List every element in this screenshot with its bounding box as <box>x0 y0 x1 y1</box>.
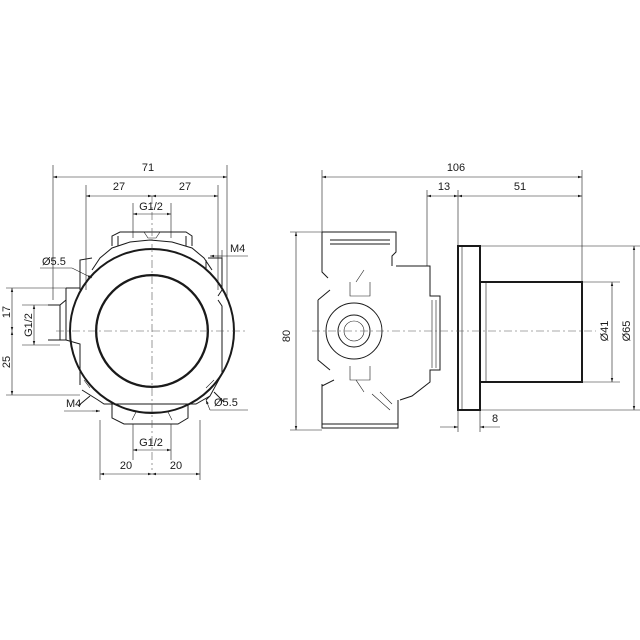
side-flange-plate <box>457 245 481 411</box>
dim-17-label: 17 <box>1 306 13 318</box>
leader-d55-bottom-arrow <box>205 399 211 411</box>
dim-71-label: 71 <box>142 162 154 174</box>
dim-d41-label: Ø41 <box>599 321 611 342</box>
dim-g12-bottom-label: G1/2 <box>139 437 163 449</box>
dim-13-label: 13 <box>438 181 450 193</box>
dim-g12-top-label: G1/2 <box>139 201 163 213</box>
dim-m4-top-label: M4 <box>230 243 245 255</box>
dim-d55-bottom-label: Ø5.5 <box>214 397 238 409</box>
dim-27-left-label: 27 <box>113 181 125 193</box>
dim-51-label: 51 <box>514 181 526 193</box>
leader-d55-top-arrow <box>71 267 93 279</box>
side-extension-lines <box>290 170 640 432</box>
dim-d55-top-label: Ø5.5 <box>42 256 66 268</box>
front-extension-lines <box>6 165 228 480</box>
dim-25-label: 25 <box>1 356 13 368</box>
dim-20-right-label: 20 <box>170 460 182 472</box>
dim-d65-label: Ø65 <box>621 321 633 342</box>
side-port-inner <box>337 314 371 348</box>
dim-8-label: 8 <box>492 413 498 425</box>
dim-g12-side-label: G1/2 <box>23 313 35 337</box>
dim-m4-bottom-label: M4 <box>66 398 81 410</box>
front-view: 71 27 27 G1/2 Ø5.5 M4 17 25 G1/2 M4 Ø5.5 <box>1 162 248 480</box>
dim-27-right-label: 27 <box>179 181 191 193</box>
dim-80-label: 80 <box>281 330 293 342</box>
side-body <box>317 231 441 429</box>
dim-20-left-label: 20 <box>120 460 132 472</box>
dim-106-label: 106 <box>447 162 465 174</box>
side-view: 106 13 51 80 Ø41 Ø65 8 <box>281 162 640 432</box>
side-cap <box>479 281 583 383</box>
